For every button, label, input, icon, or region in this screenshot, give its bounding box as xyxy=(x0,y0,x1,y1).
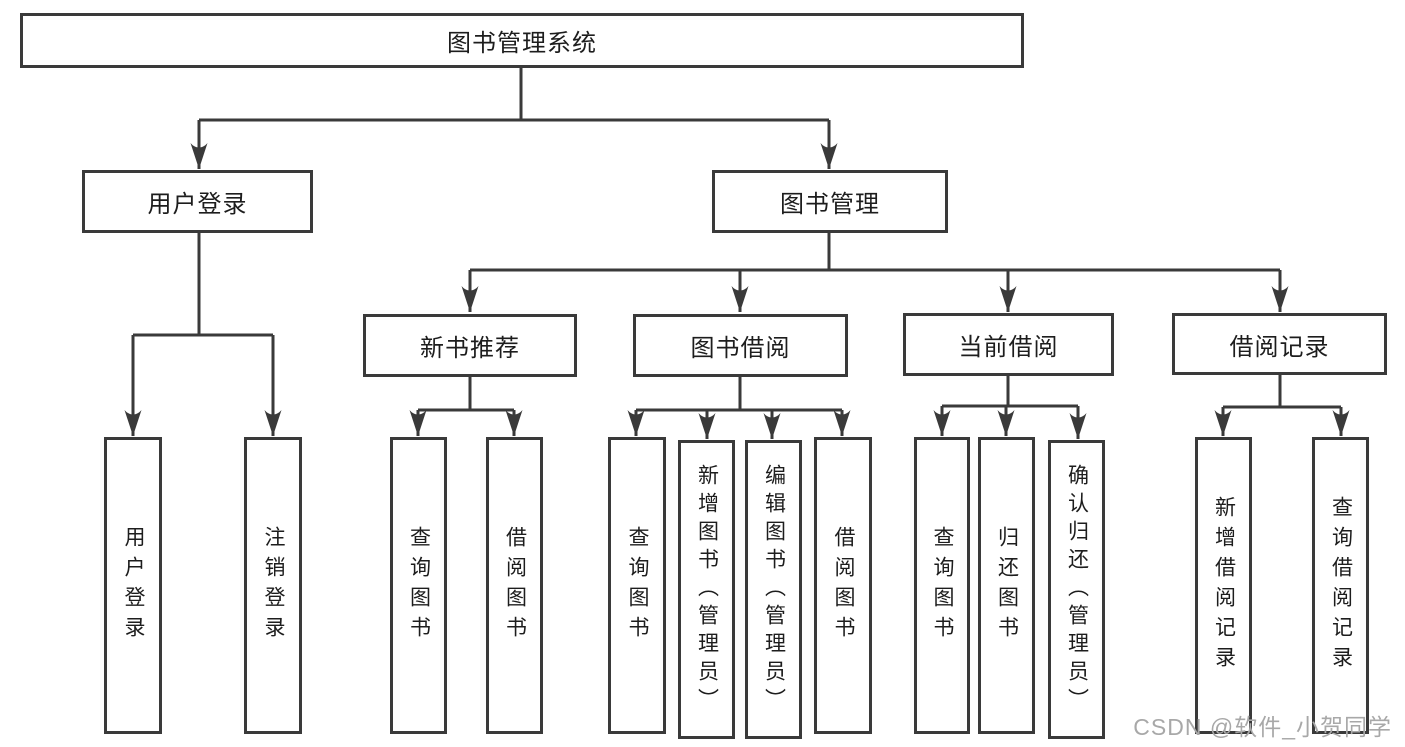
leaf-current-query-books: 查询图书 xyxy=(914,437,970,734)
leaf-user-login: 用户登录 xyxy=(104,437,162,734)
node-new-book-recommend: 新书推荐 xyxy=(363,314,577,377)
leaf-borrowing-query-books: 查询图书 xyxy=(608,437,666,734)
node-book-borrowing: 图书借阅 xyxy=(633,314,848,377)
node-borrowing-records: 借阅记录 xyxy=(1172,313,1387,375)
node-current-borrowing: 当前借阅 xyxy=(903,313,1114,376)
watermark: CSDN @软件_小贺同学 xyxy=(1133,714,1392,740)
leaf-records-add-borrow-record: 新增借阅记录 xyxy=(1195,437,1252,734)
leaf-borrowing-borrow-books: 借阅图书 xyxy=(814,437,872,734)
leaf-current-return-books: 归还图书 xyxy=(978,437,1035,734)
leaf-borrowing-add-books-admin: 新增图书（管理员） xyxy=(678,440,735,739)
leaf-recommend-query-books: 查询图书 xyxy=(390,437,447,734)
node-user-login: 用户登录 xyxy=(82,170,313,233)
leaf-borrowing-edit-books-admin: 编辑图书（管理员） xyxy=(745,440,802,739)
leaf-recommend-borrow-books: 借阅图书 xyxy=(486,437,543,734)
leaf-logout: 注销登录 xyxy=(244,437,302,734)
node-root: 图书管理系统 xyxy=(20,13,1024,68)
leaf-records-query-borrow-record: 查询借阅记录 xyxy=(1312,437,1369,734)
node-book-management: 图书管理 xyxy=(712,170,948,233)
leaf-current-confirm-return-admin: 确认归还（管理员） xyxy=(1048,440,1105,739)
